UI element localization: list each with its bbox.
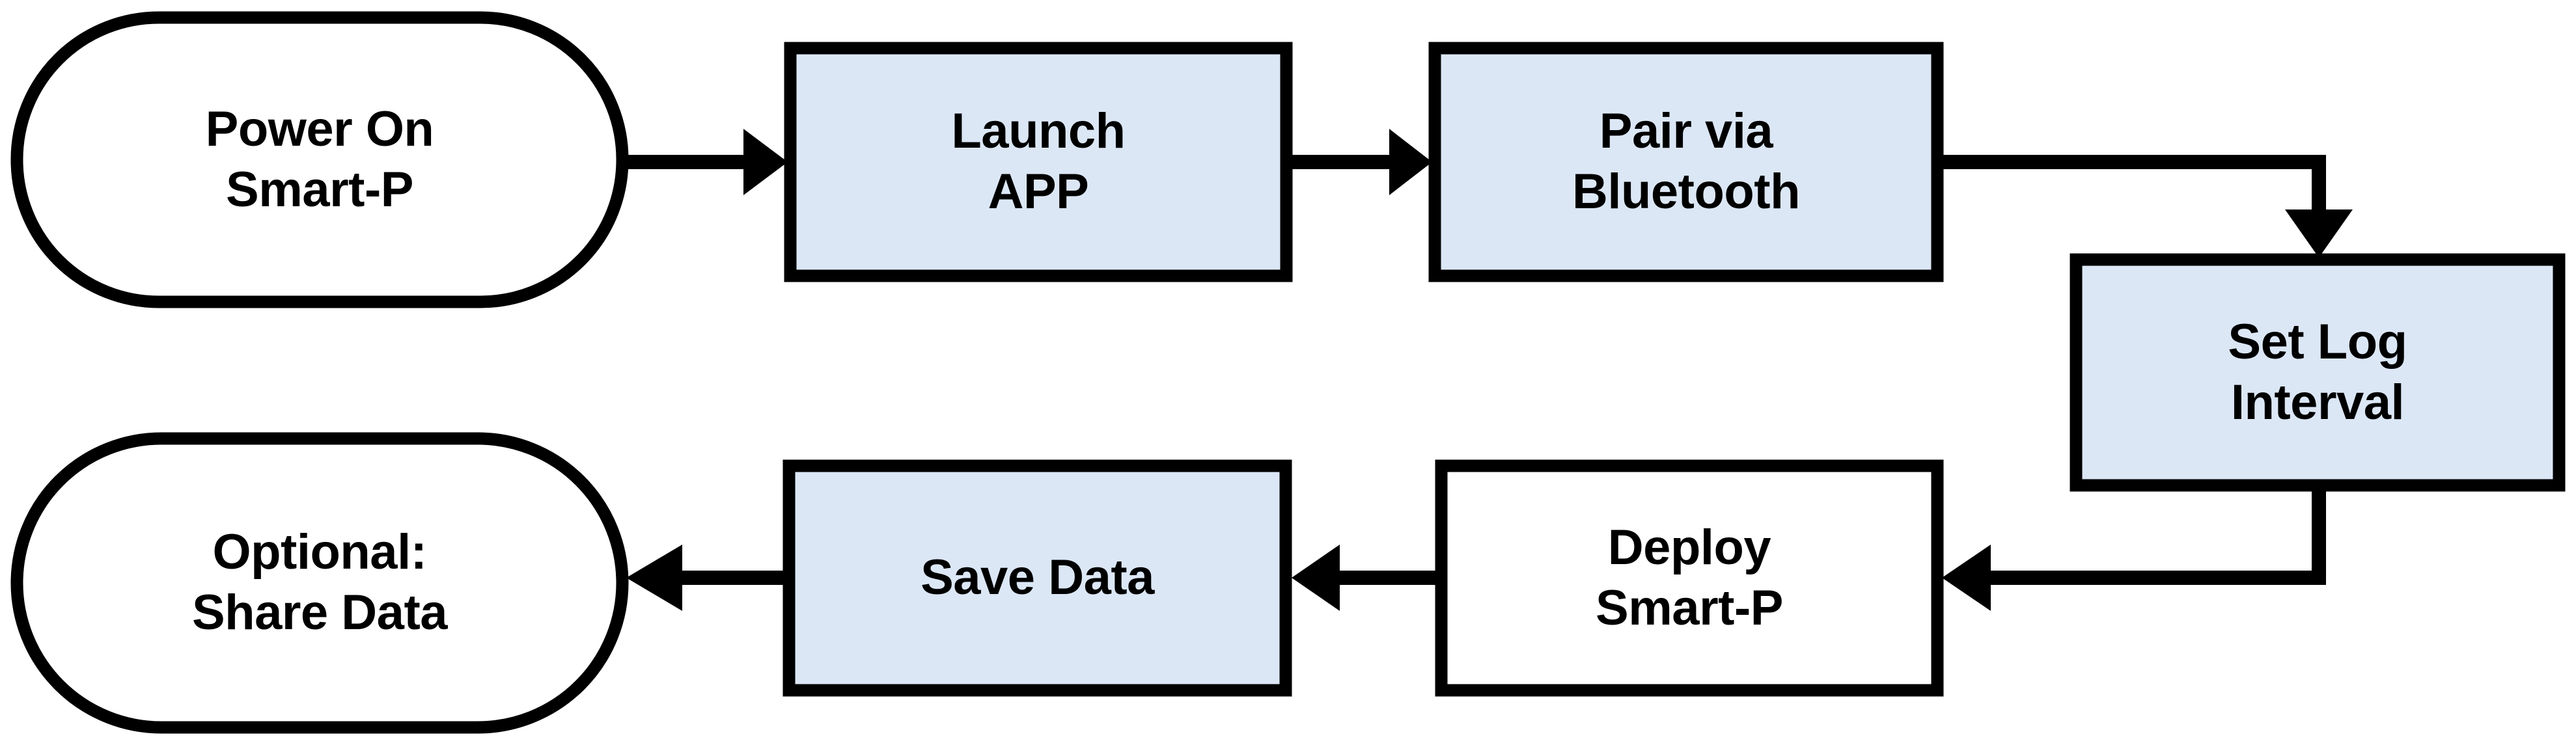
edge-power-on-to-launch-app [627, 129, 788, 195]
edge-set-log-interval-to-deploy-smart-p [1942, 484, 2326, 611]
node-shape-power-on[interactable] [10, 11, 629, 308]
node-shape-deploy-smart-p[interactable] [1435, 459, 1944, 697]
node-shape-set-log-interval[interactable] [2070, 253, 2566, 492]
edge-deploy-smart-p-to-save-data [1292, 545, 1440, 611]
node-shape-pair-bluetooth[interactable] [1428, 42, 1944, 282]
edge-launch-app-to-pair-bluetooth [1290, 129, 1432, 195]
node-shape-launch-app[interactable] [784, 42, 1293, 282]
node-shape-save-data[interactable] [782, 459, 1292, 697]
node-shape-share-data[interactable] [10, 432, 629, 734]
edge-pair-bluetooth-to-set-log-interval [1941, 155, 2353, 258]
edge-save-data-to-share-data [626, 545, 788, 611]
